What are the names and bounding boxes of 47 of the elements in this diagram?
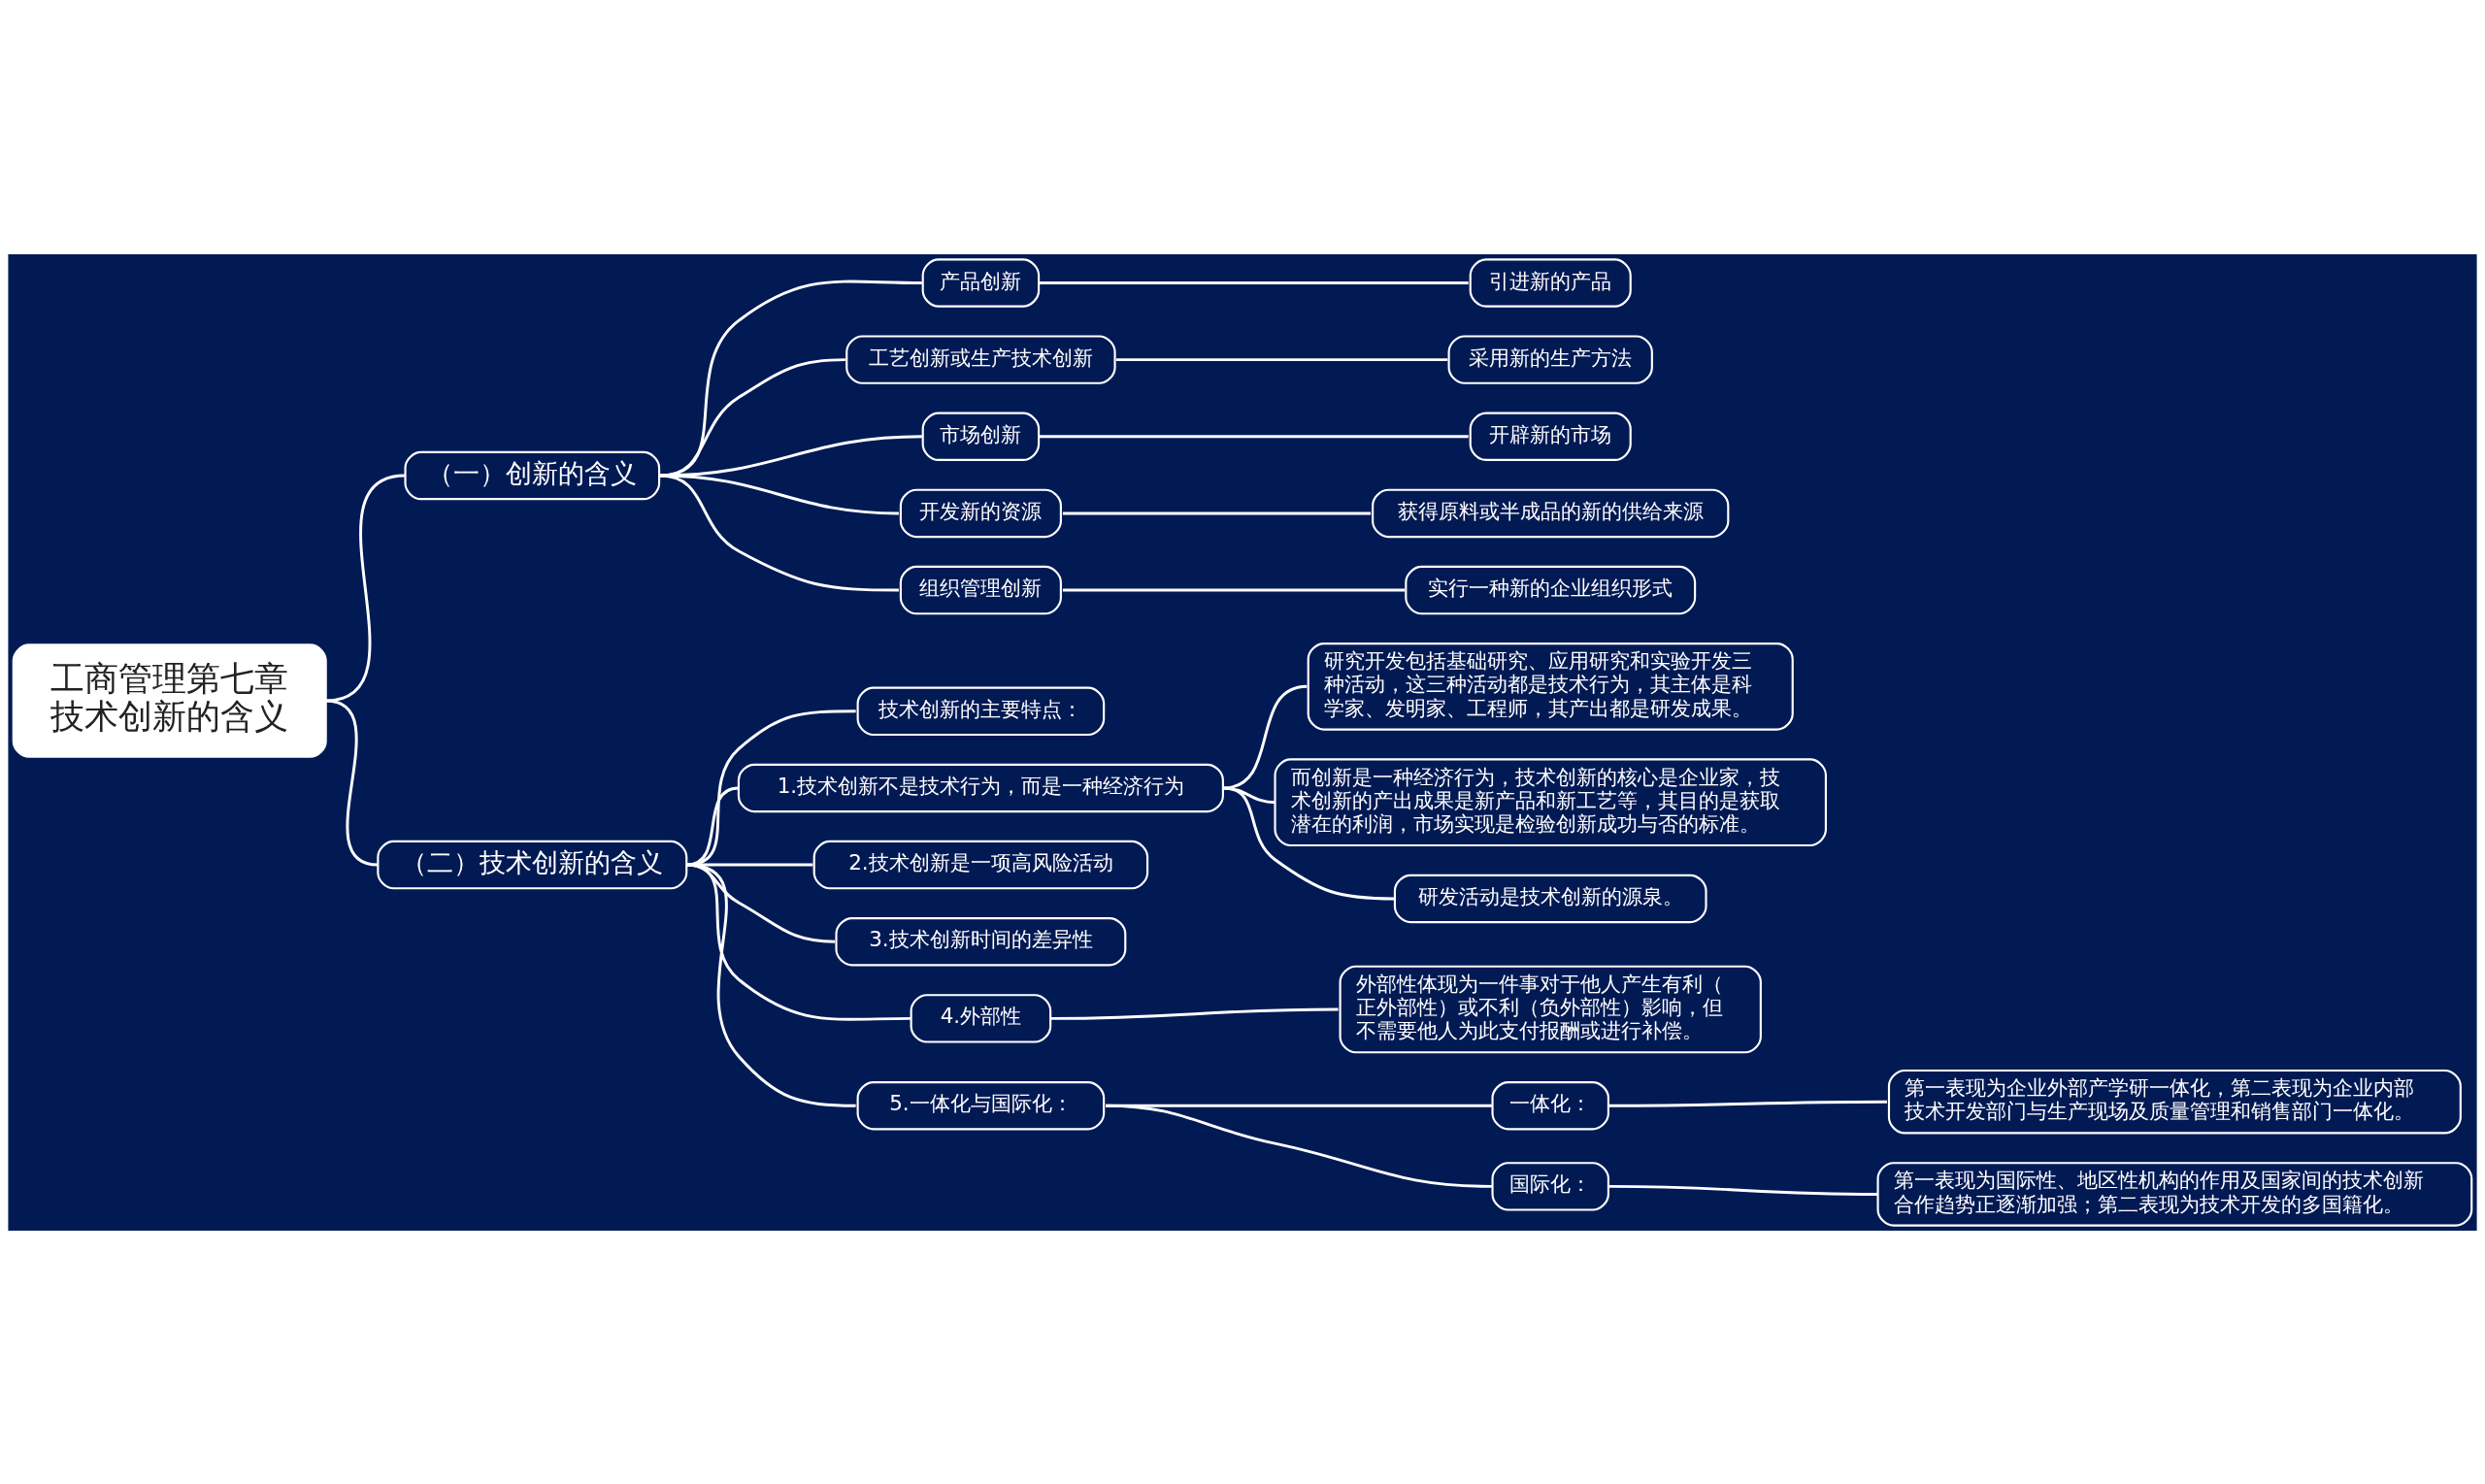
connector — [659, 474, 899, 592]
node-box: 第一表现为企业外部产学研一体化，第二表现为企业内部技术开发部门与生产现场及质量管理和销售部门一体化。 — [1887, 1069, 2462, 1134]
connector — [1039, 280, 1469, 284]
connector — [659, 434, 923, 477]
connector — [659, 280, 923, 477]
node-box: 引进新的产品 — [1469, 257, 1632, 308]
connector — [686, 786, 740, 867]
connector — [1222, 684, 1308, 789]
node-box: 市场创新 — [921, 412, 1041, 461]
connector — [1115, 357, 1448, 361]
node-box: 5.一体化与国际化： — [856, 1080, 1106, 1130]
node-box: 研究开发包括基础研究、应用研究和实验开发三种活动，这三种活动都是技术行为，其主体是科学家、发明家、工程师，其产出都是研发成果。 — [1307, 642, 1794, 731]
node-box: 国际化： — [1491, 1161, 1609, 1211]
node-box: 3.技术创新时间的差异性 — [835, 916, 1127, 966]
node-box: 采用新的生产方法 — [1447, 334, 1653, 384]
node-box: 开发新的资源 — [899, 488, 1062, 538]
connector — [1062, 588, 1405, 592]
node-box: 实行一种新的企业组织形式 — [1405, 565, 1697, 614]
node-box: 1.技术创新不是技术行为，而是一种经济行为 — [737, 763, 1224, 812]
node-box: 工商管理第七章技术创新的含义 — [12, 643, 327, 758]
node-box: 研发活动是技术创新的源泉。 — [1393, 874, 1707, 923]
connector — [1039, 434, 1469, 438]
connector — [1106, 1104, 1492, 1188]
node-box: 而创新是一种经济行为，技术创新的核心是企业家，技术创新的产出成果是新产品和新工艺等，其目的是获取潜在的利润，市场实现是检验创新成功与否的标准。 — [1274, 757, 1827, 846]
node-box: （一）创新的含义 — [404, 450, 661, 500]
node-box: 技术创新的主要特点： — [856, 686, 1106, 736]
connector — [1608, 1100, 1887, 1107]
node-box: 组织管理创新 — [899, 565, 1062, 614]
node-box: 外部性体现为一件事对于他人产生有利（正外部性）或不利（负外部性）影响，但不需要他人为此支付报酬或进行补偿。 — [1339, 965, 1762, 1053]
connector — [686, 709, 856, 867]
node-box: 产品创新 — [921, 257, 1041, 308]
node-box: 第一表现为国际性、地区性机构的作用及国家间的技术创新合作趋势正逐渐加强；第二表现为技术开发的多国籍化。 — [1876, 1161, 2473, 1227]
connector — [1050, 1007, 1339, 1020]
node-box: 工艺创新或生产技术创新 — [845, 334, 1116, 384]
node-box: 开辟新的市场 — [1469, 412, 1632, 461]
node-box: 2.技术创新是一项高风险活动 — [812, 840, 1149, 889]
connector — [686, 863, 856, 1107]
connector — [1062, 511, 1372, 514]
node-box: 获得原料或半成品的新的供给来源 — [1372, 488, 1730, 538]
connector — [1222, 786, 1395, 900]
node-box: 一体化： — [1491, 1080, 1609, 1130]
connector — [1608, 1184, 1878, 1196]
connector — [325, 474, 406, 703]
connector — [659, 357, 845, 477]
connector — [325, 699, 379, 867]
node-box: （二）技术创新的含义 — [377, 840, 688, 889]
node-box: 4.外部性 — [910, 993, 1052, 1043]
